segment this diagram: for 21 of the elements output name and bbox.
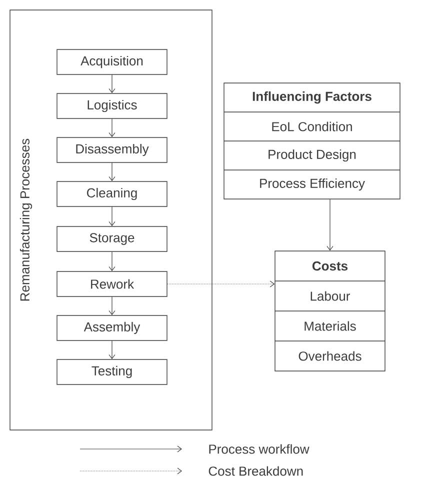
arrow: [108, 162, 116, 182]
legend-text: Process workflow: [209, 444, 310, 454]
process-box: Testing: [56, 359, 168, 385]
arrow: [326, 199, 334, 251]
process-box: Assembly: [56, 315, 168, 341]
arrow: [108, 118, 116, 138]
arrow: [167, 280, 275, 288]
process-box: Cleaning: [56, 181, 168, 207]
table-box: Influencing Factors EoL Condition Product Design Process Efficiency: [224, 82, 400, 200]
arrow: [108, 206, 116, 226]
arrow: [108, 74, 116, 94]
arrow: [108, 296, 116, 316]
arrow: [108, 340, 116, 360]
arrow: [108, 252, 116, 272]
process-box: Storage: [56, 226, 168, 252]
process-box: Rework: [56, 271, 168, 297]
process-box: Acquisition: [56, 49, 168, 75]
legend-text: Cost Breakdown: [208, 466, 303, 476]
process-box: Logistics: [56, 93, 168, 119]
process-box: Disassembly: [56, 137, 168, 163]
table-box: Costs Labour Materials Overheads: [274, 250, 386, 372]
